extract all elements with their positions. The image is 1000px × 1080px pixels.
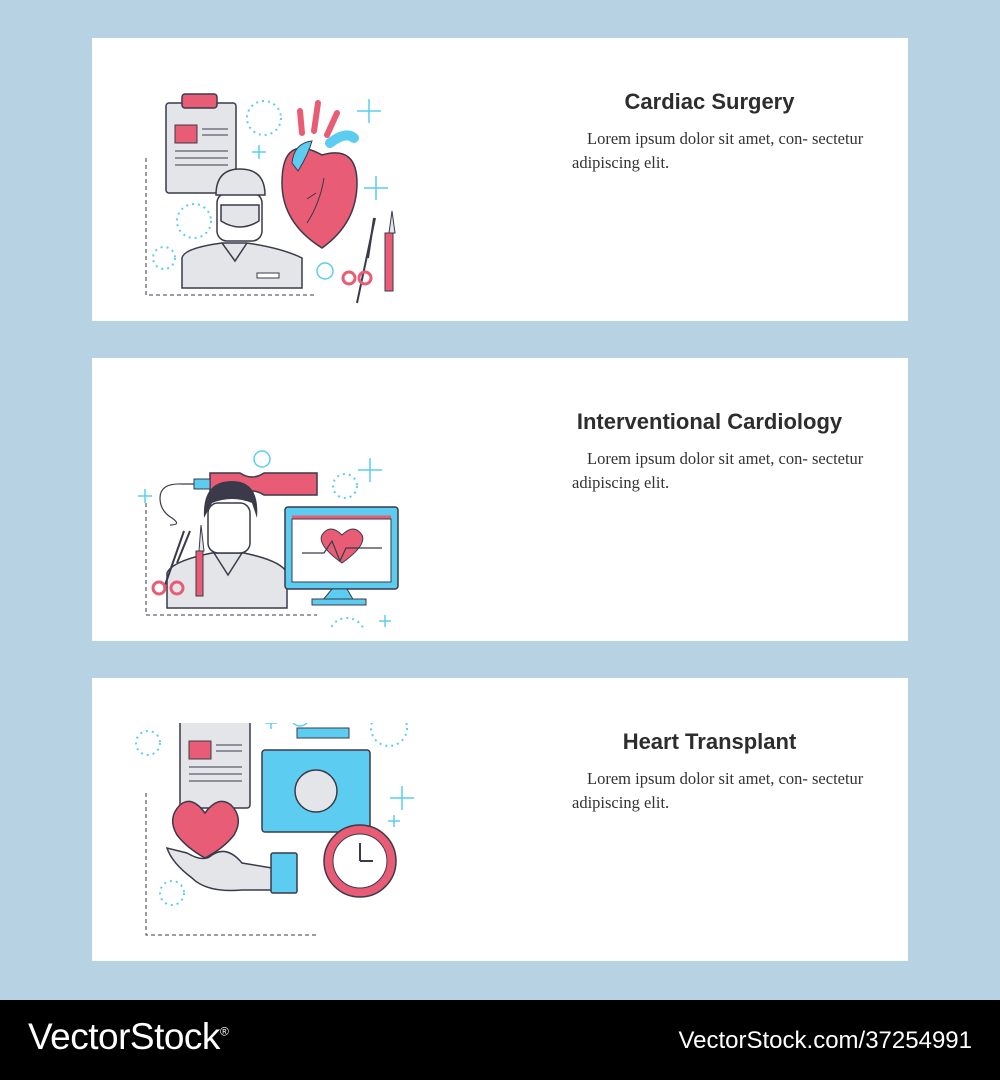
vectorstock-logo: VectorStock® [28,1016,229,1058]
scalpel-icon [195,524,205,597]
banner-description: Lorem ipsum dolor sit amet, con- sectetu… [572,129,864,172]
heart-organ-icon [281,100,359,249]
clipboard-icon [165,93,237,194]
interventional-cardiology-illustration [138,450,399,628]
cardiac-surgery-illustration [145,93,396,304]
banner-description: Lorem ipsum dolor sit amet, con- sectetu… [572,769,864,812]
banner-title: Interventional Cardiology [576,409,843,434]
banner-cardiac-surgery: Cardiac Surgery Lorem ipsum dolor sit am… [92,38,908,321]
clock-icon [323,824,397,898]
heart-transplant-illustration [135,723,414,936]
logo-text: VectorStock [28,1016,220,1057]
banner-heart-transplant: Heart Transplant Lorem ipsum dolor sit a… [92,678,908,961]
scalpel-icon [384,210,396,292]
banner-description: Lorem ipsum dolor sit amet, con- sectetu… [572,449,864,492]
banner-title: Cardiac Surgery [624,89,795,114]
medical-case-icon [261,727,371,833]
monitor-heart-icon [284,506,399,606]
surgeon-icon [181,168,303,289]
banner-title: Heart Transplant [622,729,797,754]
registered-mark: ® [219,1024,229,1039]
watermark-footer: VectorStock® VectorStock.com/37254991 [0,1000,1000,1080]
scissors-icon [151,530,191,596]
clipboard-icon [179,723,251,809]
scissors-icon [341,217,376,304]
heart-icon [171,800,240,859]
hand-icon [165,846,298,894]
banner-interventional-cardiology: Interventional Cardiology Lorem ipsum do… [92,358,908,641]
image-url: VectorStock.com/37254991 [678,1027,972,1054]
